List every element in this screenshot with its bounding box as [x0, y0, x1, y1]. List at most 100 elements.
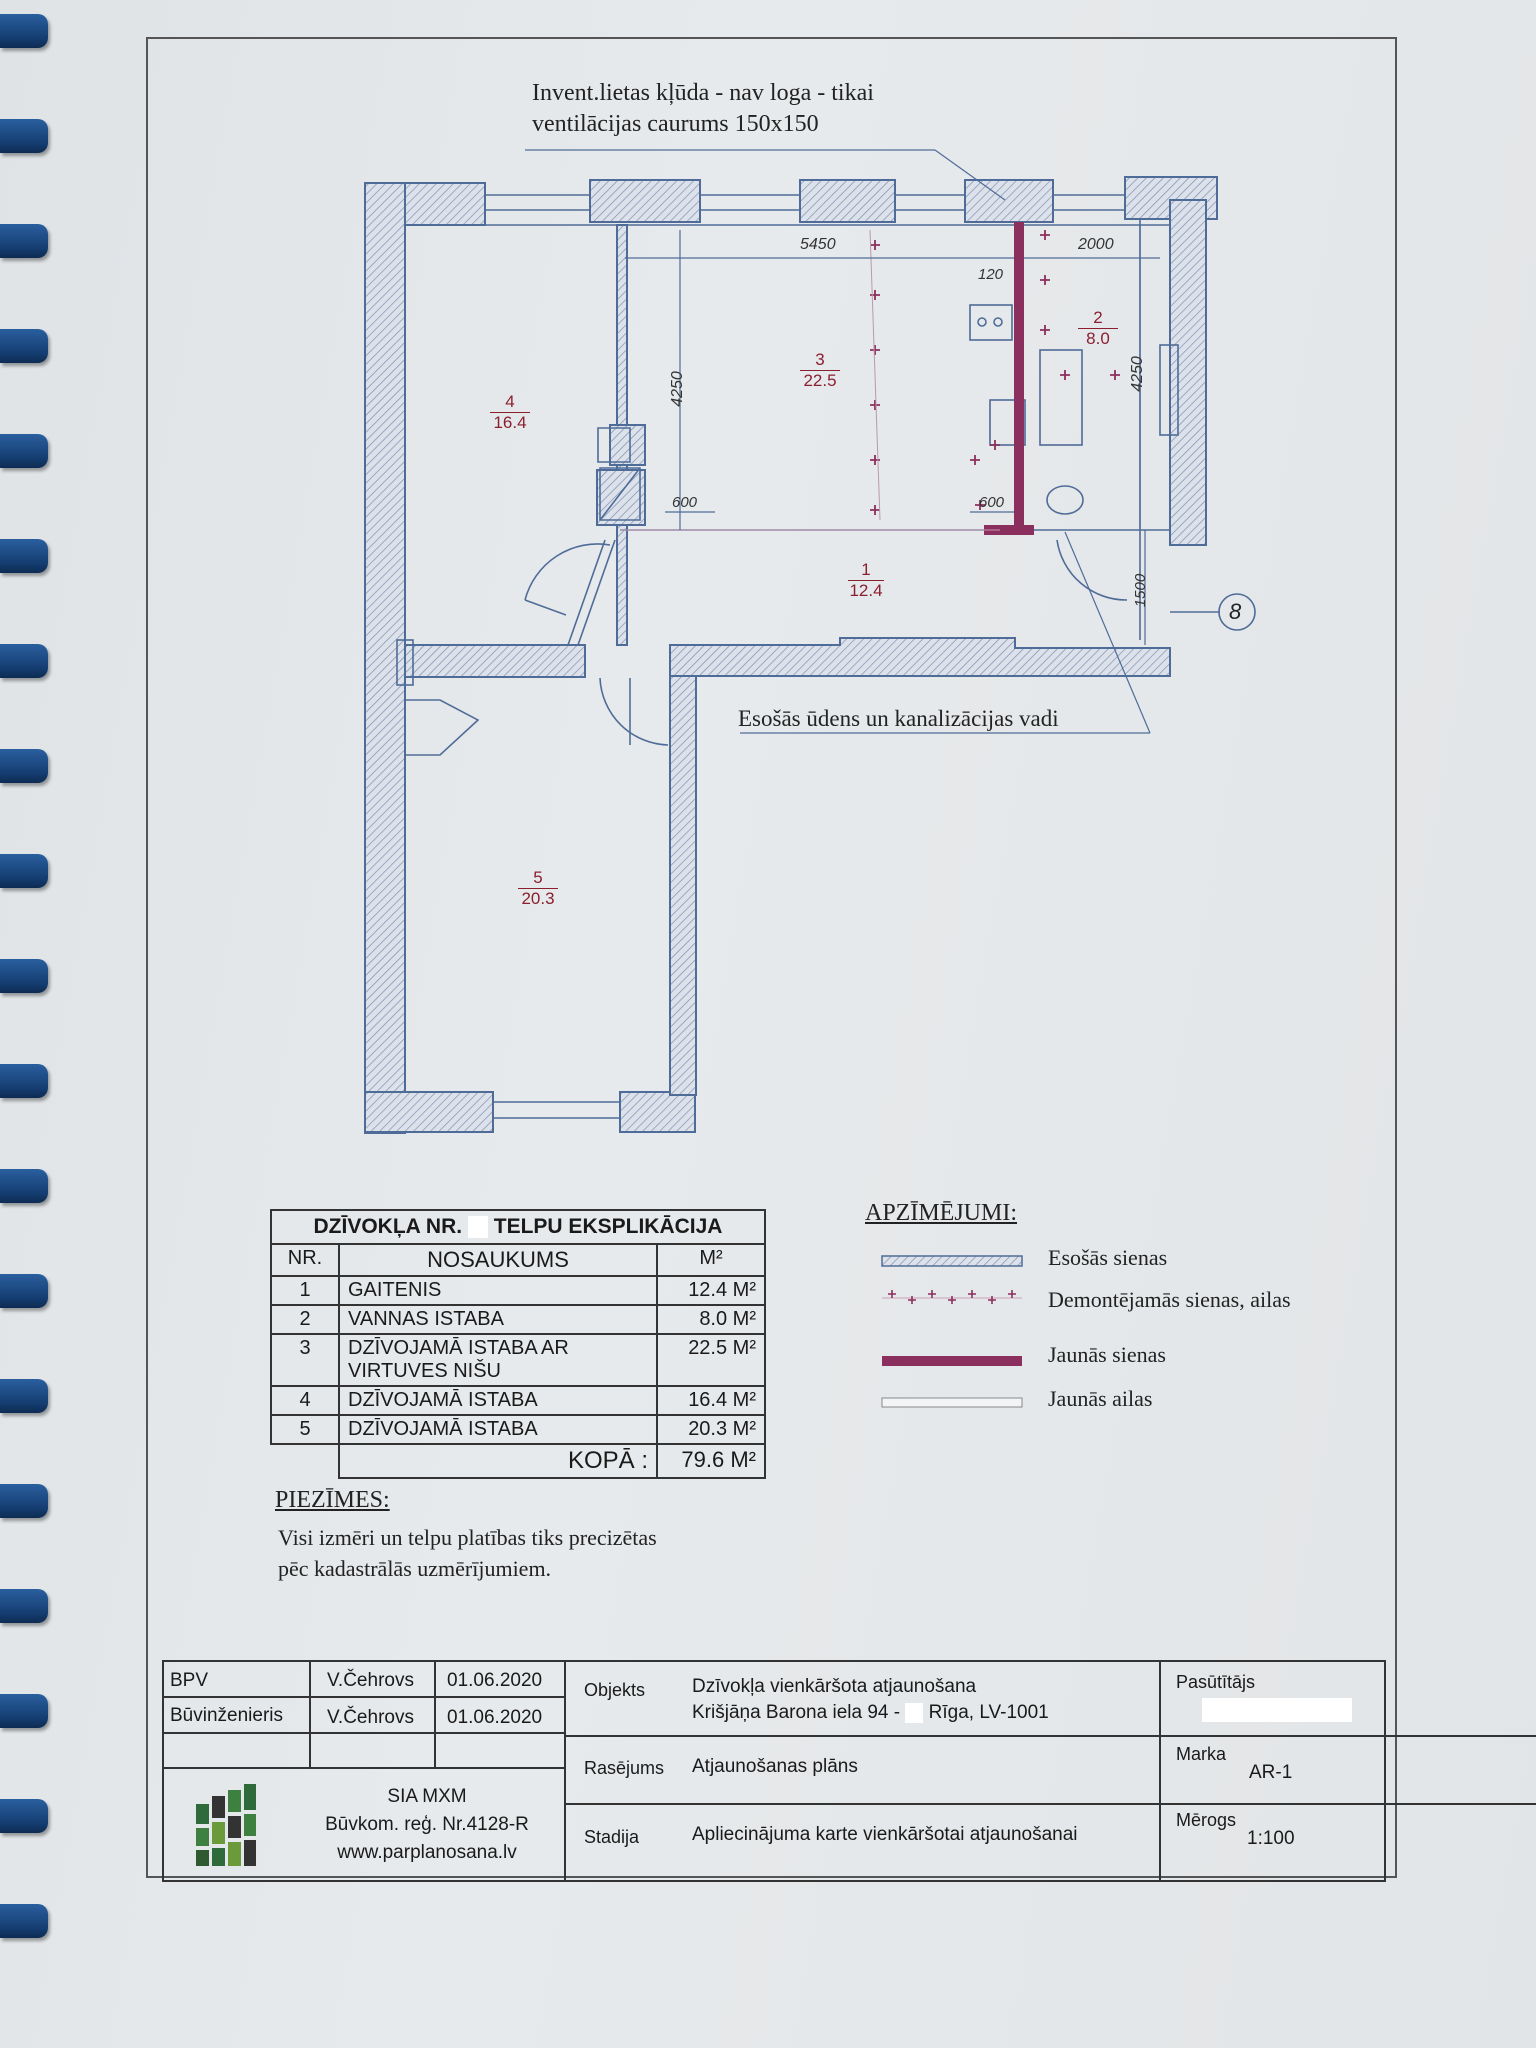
- row-area: 8.0 M²: [656, 1304, 766, 1335]
- company-logo: [196, 1784, 256, 1866]
- explication-title-suffix: TELPU EKSPLIKĀCIJA: [493, 1215, 723, 1238]
- binding-ring: [0, 1589, 48, 1623]
- legend-demolition: Demontējamās sienas, ailas: [1048, 1287, 1291, 1312]
- col-nr-header: NR.: [270, 1243, 340, 1277]
- company-name: SIA MXM: [387, 1786, 467, 1807]
- marka-label: Marka: [1176, 1744, 1227, 1764]
- col-area-header: M²: [656, 1243, 766, 1277]
- axis-marker-label: 8: [1229, 599, 1242, 624]
- legend-existing-walls: Esošās sienas: [1048, 1245, 1168, 1270]
- binding-ring: [0, 1064, 48, 1098]
- date-bpv: 01.06.2020: [447, 1670, 543, 1691]
- legend-new-walls: Jaunās sienas: [1048, 1342, 1166, 1367]
- dim-600-right: 600: [979, 494, 1005, 511]
- demolition-marks: [870, 230, 1120, 515]
- company-reg: Būvkom. reģ. Nr.4128-R: [325, 1814, 529, 1835]
- room-1-label: 1 12.4: [848, 560, 884, 601]
- date-engineer: 01.06.2020: [447, 1707, 543, 1728]
- explication-title-prefix: DZĪVOKĻA NR.: [313, 1215, 463, 1238]
- title-block: BPV V.Čehrovs 01.06.2020 Būvinženieris V…: [162, 1660, 1536, 1882]
- room-4-label: 4 16.4: [490, 392, 530, 433]
- room-1-area: 12.4: [849, 581, 883, 600]
- row-name: DZĪVOJAMĀ ISTABA: [338, 1414, 658, 1445]
- pipes-note: Esošās ūdens un kanalizācijas vadi: [738, 706, 1059, 731]
- row-name: VANNAS ISTABA: [338, 1304, 658, 1335]
- company-web: www.parplanosana.lv: [337, 1842, 517, 1863]
- explication-title: DZĪVOKĻA NR. TELPU EKSPLIKĀCIJA: [270, 1209, 766, 1245]
- binding-ring: [0, 1799, 48, 1833]
- rasejums-label: Rasējums: [584, 1758, 665, 1778]
- row-area: 12.4 M²: [656, 1275, 766, 1306]
- spiral-binding: [0, 0, 60, 2048]
- merogs-value: 1:100: [1247, 1828, 1295, 1849]
- objekts-street: Krišjāņa Barona iela 94 -: [692, 1702, 901, 1723]
- binding-ring: [0, 434, 48, 468]
- room-3-label: 3 22.5: [800, 350, 840, 391]
- row-name: GAITENIS: [338, 1275, 658, 1306]
- name-bpv: V.Čehrovs: [327, 1670, 414, 1691]
- dim-2000: 2000: [1078, 236, 1114, 253]
- role-bpv: BPV: [170, 1670, 209, 1691]
- dim-120: 120: [978, 266, 1004, 283]
- row-area: 22.5 M²: [656, 1333, 766, 1387]
- table-row: 5 DZĪVOJAMĀ ISTABA 20.3 M²: [270, 1414, 766, 1445]
- room-4-area: 16.4: [493, 413, 527, 432]
- room-3-area: 22.5: [803, 371, 837, 390]
- legend-new-openings: Jaunās ailas: [1048, 1386, 1153, 1411]
- binding-ring: [0, 1484, 48, 1518]
- binding-ring: [0, 14, 48, 48]
- row-nr: 2: [270, 1304, 340, 1335]
- binding-ring: [0, 1694, 48, 1728]
- legend-symbols: [881, 1255, 1023, 1408]
- explication-table: DZĪVOKĻA NR. TELPU EKSPLIKĀCIJA NR. NOSA…: [270, 1209, 766, 1479]
- room-5-label: 5 20.3: [518, 868, 558, 909]
- row-area: 20.3 M²: [656, 1414, 766, 1445]
- vent-note-line2: ventilācijas caurums 150x150: [532, 111, 819, 137]
- legend-heading: APZĪMĒJUMI:: [865, 1200, 1018, 1226]
- binding-ring: [0, 644, 48, 678]
- rasejums-value: Atjaunošanas plāns: [692, 1756, 858, 1777]
- role-engineer: Būvinženieris: [170, 1705, 283, 1726]
- demolition-symbol: [888, 1290, 1016, 1304]
- row-nr: 1: [270, 1275, 340, 1306]
- dimension-lines: [525, 149, 1160, 734]
- binding-ring: [0, 1169, 48, 1203]
- row-nr: 4: [270, 1385, 340, 1416]
- vent-note-line1: Invent.lietas kļūda - nav loga - tikai: [532, 80, 874, 106]
- room-3-number: 3: [800, 350, 840, 371]
- table-row: 2 VANNAS ISTABA 8.0 M²: [270, 1304, 766, 1335]
- total-label: KOPĀ :: [338, 1443, 658, 1479]
- row-name-line1: DZĪVOJAMĀ ISTABA AR: [348, 1337, 569, 1359]
- redaction-box: [467, 1216, 488, 1239]
- redaction-box: [905, 1702, 924, 1723]
- notes-line1: Visi izmēri un telpu platības tiks preci…: [278, 1525, 657, 1550]
- new-opening-symbol: [881, 1397, 1023, 1408]
- room-2-number: 2: [1078, 308, 1118, 329]
- redaction-box: [1202, 1698, 1352, 1722]
- table-row: 3 DZĪVOJAMĀ ISTABA AR VIRTUVES NIŠU 22.5…: [270, 1333, 766, 1387]
- stadija-label: Stadija: [584, 1827, 640, 1847]
- dim-4250-left: 4250: [668, 371, 686, 407]
- dim-600-left: 600: [672, 494, 698, 511]
- name-engineer: V.Čehrovs: [327, 1707, 414, 1728]
- notes-heading: PIEZĪMES:: [275, 1487, 390, 1513]
- row-nr: 5: [270, 1414, 340, 1445]
- row-nr: 3: [270, 1333, 340, 1387]
- dim-1500: 1500: [1132, 573, 1150, 608]
- room-5-area: 20.3: [521, 889, 555, 908]
- objekts-line2: Krišjāņa Barona iela 94 - Rīga, LV-1001: [692, 1702, 1049, 1724]
- windows: [485, 194, 1125, 1119]
- table-row: 1 GAITENIS 12.4 M²: [270, 1275, 766, 1306]
- pasutitajs-label: Pasūtītājs: [1176, 1672, 1256, 1692]
- dim-5450: 5450: [800, 236, 836, 253]
- existing-wall-symbol: [881, 1255, 1023, 1267]
- new-wall-symbol: [882, 1356, 1022, 1366]
- binding-ring: [0, 1904, 48, 1938]
- room-5-number: 5: [518, 868, 558, 889]
- binding-ring: [0, 119, 48, 153]
- drawing-frame: [146, 37, 1397, 1878]
- room-4-number: 4: [490, 392, 530, 413]
- merogs-label: Mērogs: [1176, 1810, 1237, 1830]
